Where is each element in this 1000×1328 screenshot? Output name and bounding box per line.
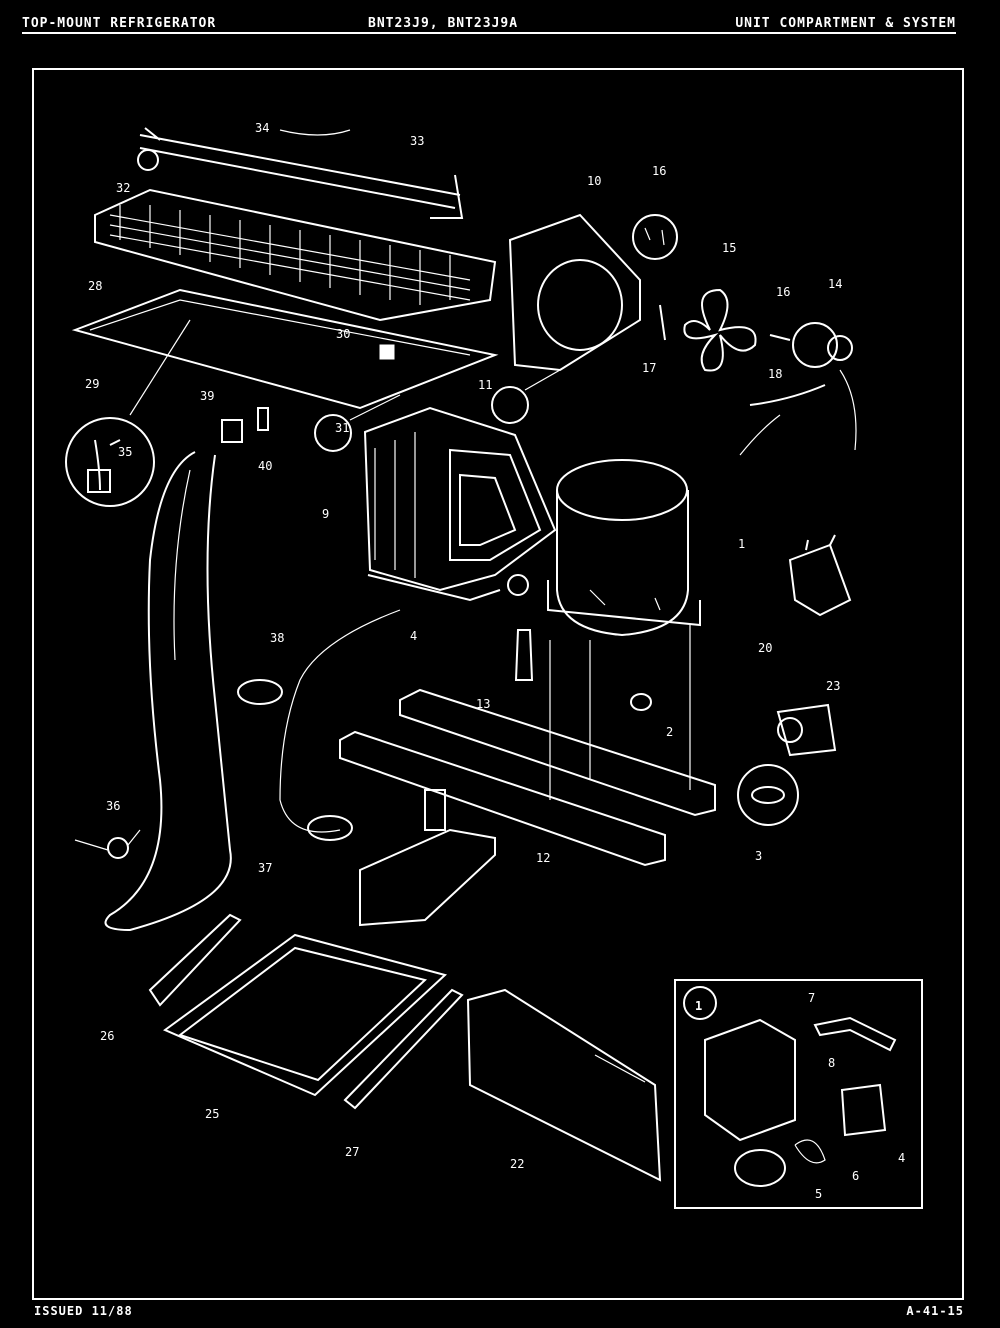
detail-circle-3 [737,764,799,826]
fan-shroud-part [508,213,641,372]
callout-inset-1: 1 [695,999,702,1013]
callout-13: 13 [476,697,490,711]
callout-14: 14 [828,277,842,291]
grommet-part-2 [630,693,652,711]
callout-12: 12 [536,851,550,865]
callout-23: 23 [826,679,840,693]
callout-2: 2 [666,725,673,739]
page-header: TOP-MOUNT REFRIGERATOR BNT23J9, BNT23J9A… [22,12,956,34]
header-section-title: UNIT COMPARTMENT & SYSTEM [735,16,956,31]
drain-hose-part [104,451,232,932]
callout-25: 25 [205,1107,219,1121]
callout-36: 36 [106,799,120,813]
callout-33: 33 [410,134,424,148]
compressor-part [507,459,701,637]
callout-30: 30 [336,327,350,341]
front-panel-part [359,789,496,927]
drain-pan-part-25 [162,933,448,1097]
diagram-frame [32,68,964,1300]
callout-34: 34 [255,121,269,135]
pan-rail-26 [148,913,242,1007]
callout-39: 39 [200,389,214,403]
callout-5: 5 [815,1187,822,1201]
base-rails-part [339,625,716,867]
callout-15: 15 [722,241,736,255]
overload-part-23 [776,703,837,757]
ring-clamp-38 [237,679,283,705]
callout-6: 6 [852,1169,859,1183]
back-panel-part-22 [466,988,662,1182]
callout-8: 8 [828,1056,835,1070]
callout-27: 27 [345,1145,359,1159]
fan-motor-part [739,322,857,456]
callout-16-top: 16 [652,164,666,178]
callout-40: 40 [258,459,272,473]
pan-rail-27 [343,988,464,1110]
callout-20: 20 [758,641,772,655]
page-footer: ISSUED 11/88 A-41-15 [34,1302,964,1322]
relay-part-20 [788,534,852,617]
callout-26: 26 [100,1029,114,1043]
callout-labels: 34 33 32 28 29 30 35 39 40 31 11 10 16 1… [85,121,905,1201]
callout-1: 1 [738,537,745,551]
callout-16: 16 [776,285,790,299]
callout-38: 38 [270,631,284,645]
callout-35: 35 [118,445,132,459]
fan-blade-part [683,288,757,372]
callout-28: 28 [88,279,102,293]
callout-22: 22 [510,1157,524,1171]
clip-parts-39-40 [221,407,269,443]
header-rule [22,32,956,34]
condenser-part [94,188,497,322]
callout-29: 29 [85,377,99,391]
detail-circle-16 [632,214,678,260]
callout-7: 7 [808,991,815,1005]
top-tube-bracket [137,127,464,219]
drip-tray-part [71,288,499,410]
detail-circle-31 [314,394,401,452]
footer-issue-date: ISSUED 11/88 [34,1304,133,1318]
evaporator-cover-part [363,406,557,602]
callout-11: 11 [478,378,492,392]
power-cord-21 [279,609,401,841]
header-model-type: TOP-MOUNT REFRIGERATOR [22,16,217,31]
callout-4: 4 [410,629,417,643]
callout-32: 32 [116,181,130,195]
callout-37: 37 [258,861,272,875]
detail-circle-35 [65,319,191,507]
header-model-numbers: BNT23J9, BNT23J9A [368,16,519,31]
footer-page-code: A-41-15 [906,1304,964,1318]
callout-4-inset: 4 [898,1151,905,1165]
callout-10: 10 [587,174,601,188]
detail-circle-11 [491,369,561,424]
callout-3: 3 [755,849,762,863]
filter-drier-part [514,629,534,681]
detail-inset-box [674,979,923,1209]
fan-bracket-17 [659,304,666,341]
callout-9: 9 [322,507,329,521]
hose-clamp-36 [74,829,141,859]
callout-31: 31 [335,421,349,435]
callout-18: 18 [768,367,782,381]
callout-17: 17 [642,361,656,375]
